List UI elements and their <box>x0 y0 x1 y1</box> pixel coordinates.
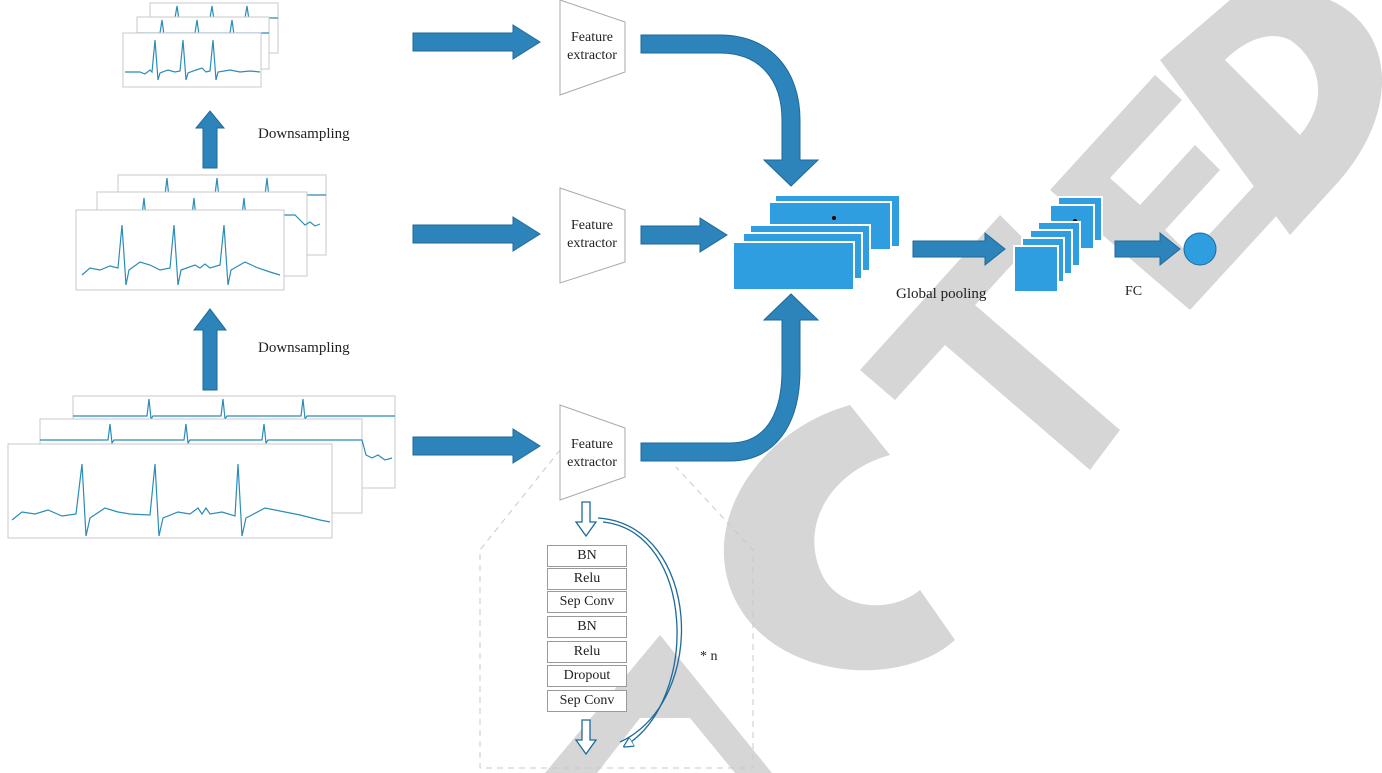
repeat-label: * n <box>700 649 718 664</box>
fe-2-line2: extractor <box>567 236 617 251</box>
arrow-to-fe-1 <box>412 24 541 60</box>
hollow-arrow-in <box>574 501 598 538</box>
arrow-to-output <box>1114 231 1181 267</box>
layer-dropout: Dropout <box>547 665 627 687</box>
arrow-fe1-to-maps <box>640 34 820 187</box>
ecg-stack-small <box>122 2 279 88</box>
layer-relu-2: Relu <box>547 641 627 663</box>
feature-maps <box>732 194 901 291</box>
downsampling-label-bottom: Downsampling <box>258 340 350 356</box>
fe-2-line1: Feature <box>571 218 613 233</box>
layer-relu-1: Relu <box>547 568 627 590</box>
arrow-fe2-to-maps <box>640 217 728 253</box>
hollow-arrow-out <box>574 719 598 756</box>
fc-label: FC <box>1125 284 1143 299</box>
arrow-to-pooling <box>912 231 1006 267</box>
layer-sepconv-2: Sep Conv <box>547 690 627 712</box>
global-pooling-label: Global pooling <box>896 286 987 302</box>
pooled-maps <box>1013 196 1103 293</box>
feature-extractor-shape-1 <box>559 0 626 96</box>
fe-1-line1: Feature <box>571 30 613 45</box>
feature-extractor-1: Feature extractor <box>557 29 627 65</box>
layer-bn-2: BN <box>547 616 627 638</box>
fe-1-line2: extractor <box>567 48 617 63</box>
fe-3-line2: extractor <box>567 455 617 470</box>
arrow-to-fe-3 <box>412 428 541 464</box>
up-arrow-bottom <box>192 308 228 391</box>
downsampling-label-top: Downsampling <box>258 126 350 142</box>
output-node <box>1183 232 1217 266</box>
ecg-stack-medium <box>75 174 327 291</box>
layer-sepconv-1: Sep Conv <box>547 591 627 613</box>
feature-extractor-shape-2 <box>559 187 626 284</box>
feature-extractor-2: Feature extractor <box>557 217 627 253</box>
fe-3-line1: Feature <box>571 437 613 452</box>
up-arrow-top <box>194 110 226 169</box>
arrow-fe3-to-maps <box>640 293 820 462</box>
arrow-to-fe-2 <box>412 216 541 252</box>
ecg-stack-large <box>7 395 396 539</box>
skip-connection <box>602 521 678 746</box>
feature-extractor-3: Feature extractor <box>557 436 627 472</box>
layer-bn-1: BN <box>547 545 627 567</box>
feature-extractor-shape-3 <box>559 404 626 501</box>
